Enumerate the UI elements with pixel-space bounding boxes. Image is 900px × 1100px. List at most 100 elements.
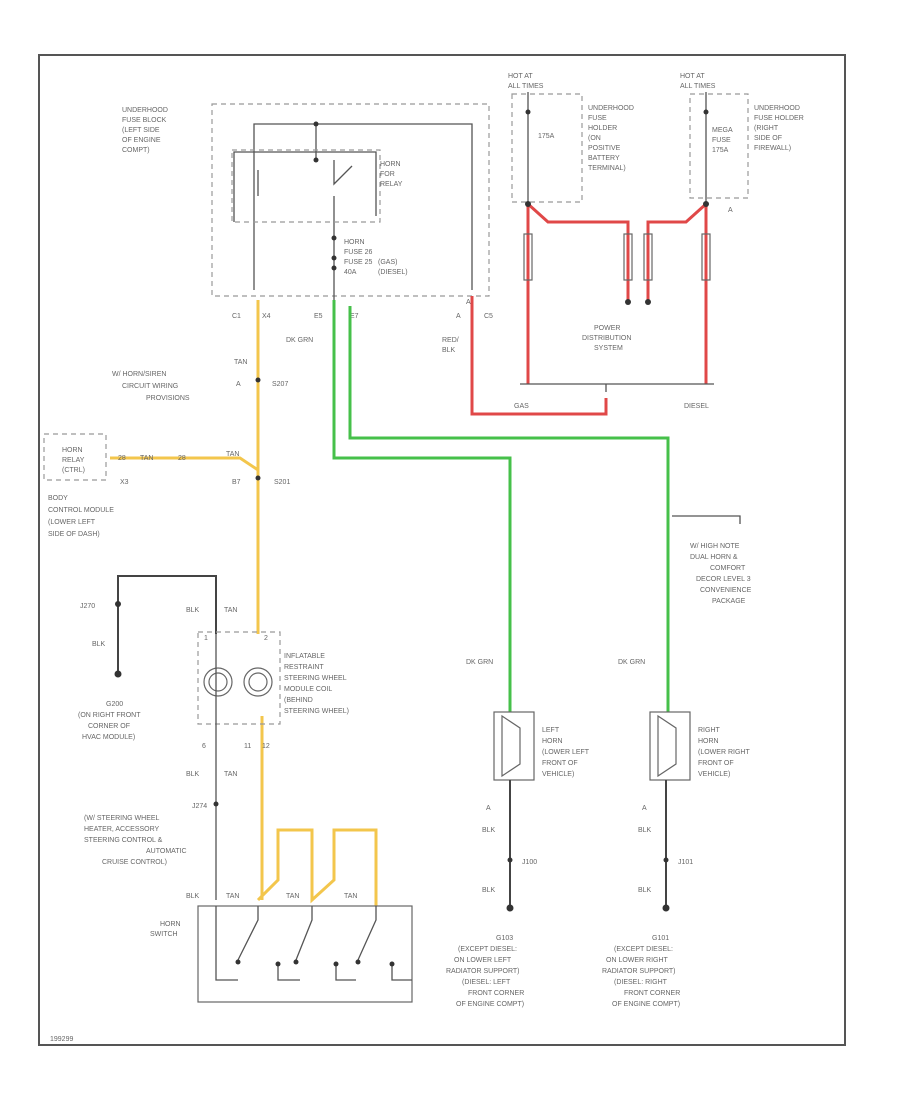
pin-c5: C5 (484, 313, 493, 320)
right-fuse-holder-outline (689, 93, 749, 199)
diagram-frame (38, 54, 846, 1046)
switch-node-2 (275, 961, 281, 967)
high-note-label: W/ HIGH NOTE DUAL HORN & COMFORT DECOR L… (690, 543, 753, 605)
fuse-block-bottom-pin: A (466, 299, 471, 306)
s201-label: S201 (274, 479, 290, 486)
dk-grn-label-top: DK GRN (286, 337, 313, 344)
pin-x4: X4 (262, 313, 271, 320)
fuse-node-2 (331, 255, 337, 261)
diesel-label: DIESEL (684, 403, 709, 410)
right-horn-body (649, 711, 691, 781)
j270-splice (115, 601, 121, 607)
left-holder-fuse: 175A (538, 133, 555, 140)
red-connector-3 (643, 233, 653, 281)
g101-ground (662, 904, 670, 912)
circuit-28-right: 28 (178, 455, 186, 462)
left-fuse-holder-outline (511, 93, 583, 203)
coil-left (203, 667, 233, 697)
horn-relay-ctrl-label: HORN RELAY (CTRL) (62, 447, 86, 474)
red-connector-2 (623, 233, 633, 281)
bcm-label: BODY CONTROL MODULE (LOWER LEFT SIDE OF … (48, 495, 116, 538)
relay-label: HORN FOR RELAY (380, 161, 403, 188)
fuse-node-3 (331, 265, 337, 271)
right-holder-fuse: MEGA FUSE 175A (712, 127, 734, 154)
j100-label: J100 (522, 859, 537, 866)
power-dist-label: POWER DISTRIBUTION SYSTEM (582, 325, 633, 352)
right-holder-pin: A (728, 207, 733, 214)
fuse-note: (GAS) (DIESEL) (378, 259, 408, 276)
g200-ground (114, 670, 122, 678)
left-horn-body (493, 711, 535, 781)
s207-pin: A (236, 381, 241, 388)
j101-splice (663, 857, 669, 863)
right-holder-text: UNDERHOOD FUSE HOLDER (RIGHT SIDE OF FIR… (754, 105, 806, 152)
left-horn-label: LEFT HORN (LOWER LEFT FRONT OF VEHICLE) (542, 727, 591, 778)
fuse-block-bus (253, 123, 473, 290)
fuse-block-location: UNDERHOOD FUSE BLOCK (LEFT SIDE OF ENGIN… (122, 107, 170, 154)
tan-label-switch-2: TAN (286, 893, 299, 900)
circuit-28-left: 28 (118, 455, 126, 462)
blk-label-right-horn-2: BLK (638, 887, 652, 894)
blk-label-left-horn-2: BLK (482, 887, 496, 894)
tan-label-switch-3: TAN (344, 893, 357, 900)
coil-pin-12: 12 (262, 743, 270, 750)
tan-splice-s201 (255, 475, 261, 481)
green-wire-left-horn (332, 300, 512, 712)
right-holder-node (703, 109, 709, 115)
coil-right-inner (248, 672, 268, 692)
switch-node-3 (293, 959, 299, 965)
figure-id: 199299 (50, 1036, 73, 1043)
tan-label-coil-bottom: TAN (224, 771, 237, 778)
pin-e5: E5 (314, 313, 323, 320)
tan-wire-bcm (110, 456, 259, 472)
left-horn-bell (501, 714, 521, 778)
j274-text: (W/ STEERING WHEEL HEATER, ACCESSORY STE… (84, 815, 189, 866)
g200-label: G200 (ON RIGHT FRONT CORNER OF HVAC MODU… (78, 701, 142, 741)
left-horn-pin: A (486, 805, 491, 812)
tan-label-bcm: TAN (140, 455, 153, 462)
gas-label: GAS (514, 403, 529, 410)
fuse-block-outline (211, 103, 490, 297)
fuse-node-1 (331, 235, 337, 241)
blk-label-coil-bottom: BLK (186, 771, 200, 778)
j274-splice (213, 801, 219, 807)
right-horn-label: RIGHT HORN (LOWER RIGHT FRONT OF VEHICLE… (698, 727, 752, 778)
left-holder-text: UNDERHOOD FUSE HOLDER (ON POSITIVE BATTE… (588, 105, 636, 172)
blk-label-g200: BLK (92, 641, 106, 648)
relay-switch-wire (233, 151, 377, 222)
horn-switch-box (197, 905, 413, 1003)
right-ground-label: G101 (EXCEPT DIESEL: ON LOWER RIGHT RADI… (602, 935, 682, 1008)
coil-pin-11: 11 (244, 743, 251, 750)
dk-grn-label-right: DK GRN (618, 659, 645, 666)
high-note-pointer (672, 515, 741, 524)
red-blk-label: RED/ BLK (442, 337, 461, 354)
switch-node-4 (333, 961, 339, 967)
red-connector-4 (701, 233, 711, 281)
tan-label-switch-1: TAN (226, 893, 239, 900)
coil-pin-6: 6 (202, 743, 206, 750)
coil-outline (197, 631, 281, 725)
tan-wire-switch-loop (256, 828, 378, 906)
coil-pin-2: 2 (264, 635, 268, 642)
coil-right (243, 667, 273, 697)
switch-node-1 (235, 959, 241, 965)
j100-splice (507, 857, 513, 863)
relay-outline (231, 149, 381, 223)
relay-contact (333, 160, 353, 186)
pin-a: A (456, 313, 461, 320)
power-dist-bracket (520, 383, 714, 392)
pin-e7: E7 (350, 313, 359, 320)
fuse-block-node (313, 121, 319, 127)
red-wire-to-fuse-block (470, 296, 608, 416)
s207-label: S207 (272, 381, 288, 388)
red-node-right (703, 201, 709, 207)
coil-left-inner (208, 672, 228, 692)
hot-label-right: HOT AT ALL TIMES (680, 73, 716, 90)
blk-label-left-horn-1: BLK (482, 827, 496, 834)
j270-label: J270 (80, 603, 95, 610)
blk-label-right-horn-1: BLK (638, 827, 652, 834)
j101-label: J101 (678, 859, 693, 866)
horn-siren-label: W/ HORN/SIREN CIRCUIT WIRING PROVISIONS (112, 371, 190, 402)
hot-label-left: HOT AT ALL TIMES (508, 73, 544, 90)
